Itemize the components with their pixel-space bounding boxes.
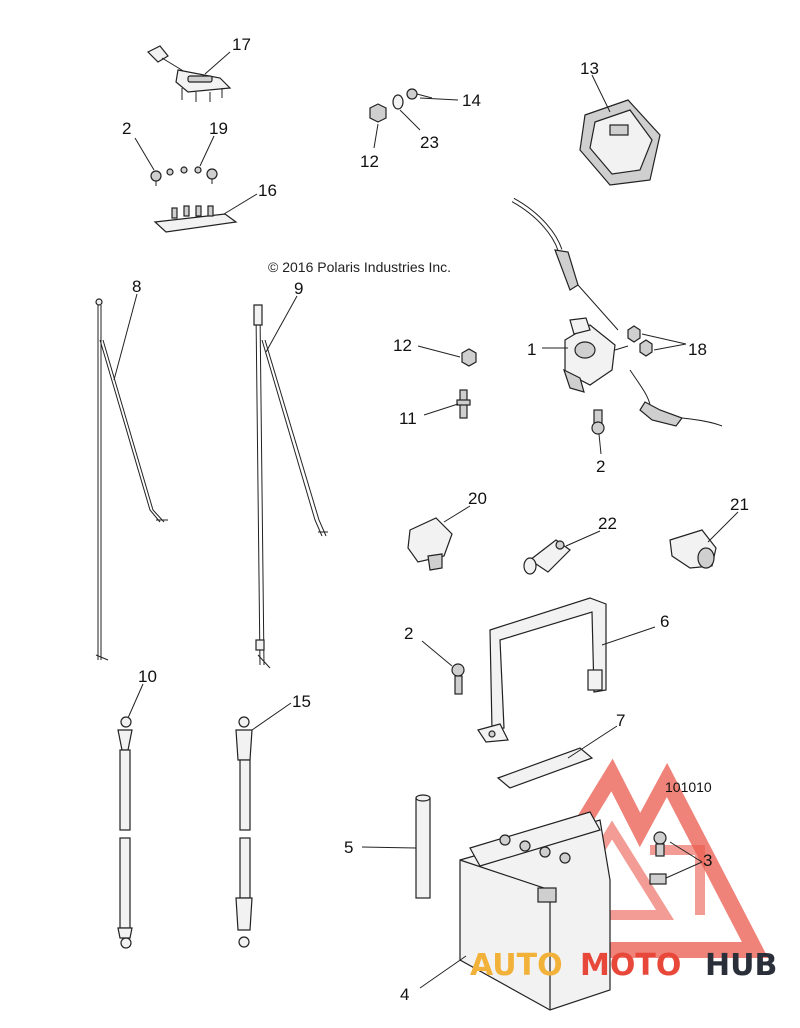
callout-2-top: 2 xyxy=(122,119,131,138)
callout-17: 17 xyxy=(232,35,251,54)
callout-2-lower: 2 xyxy=(404,624,413,643)
callout-7: 7 xyxy=(616,711,625,730)
part-21-cap xyxy=(669,529,717,569)
callout-12-top: 12 xyxy=(360,152,379,171)
callout-1: 1 xyxy=(527,340,536,359)
part-13-cover xyxy=(579,99,661,186)
callout-9: 9 xyxy=(294,279,303,298)
part-20-boot xyxy=(407,517,453,571)
part-10-cable xyxy=(117,716,133,949)
reference-number: 101010 xyxy=(665,779,712,795)
watermark-moto: MOTO xyxy=(580,948,681,983)
watermark-text: AUTO MOTO HUB xyxy=(470,948,777,983)
callout-4: 4 xyxy=(400,985,409,1004)
part-8-cable xyxy=(95,298,168,661)
callout-16: 16 xyxy=(258,181,277,200)
part-16-terminal-block xyxy=(153,205,238,233)
cable-to-solenoid xyxy=(511,197,619,331)
watermark-auto: AUTO xyxy=(470,948,563,983)
part-1-solenoid xyxy=(562,317,629,393)
part-6-bracket xyxy=(477,597,607,743)
part-11-stud xyxy=(456,389,471,419)
part-5-tube xyxy=(415,794,431,899)
callout-15: 15 xyxy=(292,692,311,711)
callout-2-mid: 2 xyxy=(596,457,605,476)
callout-11: 11 xyxy=(399,409,417,428)
callout-19: 19 xyxy=(209,119,228,138)
part-18-nuts xyxy=(627,325,653,357)
part-23-washer xyxy=(392,94,404,110)
callout-12-mid: 12 xyxy=(393,336,412,355)
callout-5: 5 xyxy=(344,838,353,857)
part-17-seal xyxy=(146,45,232,102)
callout-21: 21 xyxy=(730,495,749,514)
part-2-19-fasteners xyxy=(150,166,218,186)
callout-22: 22 xyxy=(598,514,617,533)
copyright-text: © 2016 Polaris Industries Inc. xyxy=(268,259,451,275)
callout-23: 23 xyxy=(420,133,439,152)
callout-3: 3 xyxy=(703,851,712,870)
callout-18: 18 xyxy=(688,340,707,359)
part-22-boot xyxy=(523,539,571,575)
callout-8: 8 xyxy=(132,277,141,296)
part-2-bolt-mid xyxy=(591,409,605,435)
part-4-battery xyxy=(459,811,611,1011)
part-9-cable xyxy=(253,304,328,669)
part-2-bolt-lower xyxy=(451,663,465,695)
part-15-cable xyxy=(235,716,253,948)
callout-13: 13 xyxy=(580,59,599,78)
callout-20: 20 xyxy=(468,489,487,508)
callout-14: 14 xyxy=(462,91,481,110)
part-12-nut-top xyxy=(369,103,387,123)
callout-6: 6 xyxy=(660,612,669,631)
part-12-nut-mid xyxy=(461,348,477,367)
part-7-pad xyxy=(496,747,594,789)
watermark-hub: HUB xyxy=(705,948,777,983)
part-14-bolt xyxy=(406,88,433,100)
callout-10: 10 xyxy=(138,667,157,686)
part-3-hardware xyxy=(649,831,667,885)
